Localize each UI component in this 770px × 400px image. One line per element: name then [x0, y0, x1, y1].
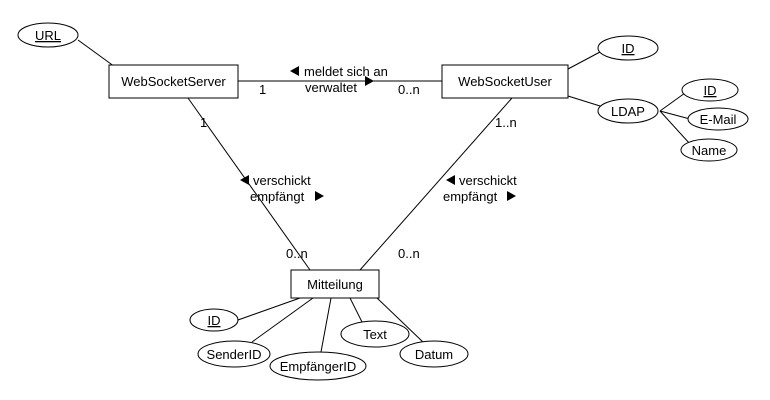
arrow-left-icon	[240, 175, 249, 185]
attribute-user-id: ID	[597, 35, 659, 61]
relation-server-user-label-bottom: verwaltet	[305, 80, 357, 95]
arrow-right-icon	[315, 191, 324, 201]
cardinality-server-user-server: 1	[259, 82, 266, 97]
attribute-server-url: URL	[17, 22, 79, 48]
attribute-ldap-id: ID	[681, 78, 739, 102]
attribute-message-senderid: SenderID	[197, 340, 271, 368]
attribute-message-datum-label: Datum	[415, 347, 453, 362]
attribute-server-url-label: URL	[35, 28, 61, 43]
connector-ldap-name	[659, 110, 691, 145]
cardinality-user-message-user: 1..n	[495, 115, 517, 130]
entity-websocketuser-label: WebSocketUser	[458, 74, 552, 89]
relation-server-message-label-bottom: empfängt	[250, 189, 305, 204]
entity-websocketserver: WebSocketServer	[108, 64, 239, 99]
entity-mitteilung-label: Mitteilung	[307, 277, 363, 292]
attribute-message-senderid-label: SenderID	[207, 347, 262, 362]
entity-mitteilung: Mitteilung	[290, 269, 380, 299]
attribute-message-datum: Datum	[399, 340, 469, 368]
attribute-message-id-label: ID	[208, 313, 221, 328]
connector-ldap-id	[659, 92, 686, 112]
connector-message-text	[349, 297, 363, 323]
cardinality-user-message-message: 0..n	[398, 246, 420, 261]
connector-user-ldap	[567, 95, 601, 107]
attribute-message-empfaengerid: EmpfängerID	[269, 351, 367, 381]
attribute-message-empfaengerid-label: EmpfängerID	[280, 359, 357, 374]
arrow-left-icon	[446, 175, 455, 185]
attribute-ldap-id-label: ID	[704, 83, 717, 98]
cardinality-server-message-server: 1	[200, 115, 207, 130]
cardinality-server-message-message: 0..n	[286, 246, 308, 261]
relation-user-message-label-top: verschickt	[459, 173, 517, 188]
attribute-ldap-name: Name	[680, 138, 738, 162]
connector-user-message	[359, 97, 513, 271]
connector-message-date	[376, 297, 425, 344]
attribute-user-id-label: ID	[622, 41, 635, 56]
attribute-message-text-label: Text	[363, 327, 387, 342]
entity-websocketserver-label: WebSocketServer	[121, 74, 226, 89]
cardinality-server-user-user: 0..n	[398, 82, 420, 97]
arrow-right-icon	[365, 76, 374, 86]
attribute-ldap-email-label: E-Mail	[700, 112, 737, 127]
entity-websocketuser: WebSocketUser	[441, 64, 569, 99]
attribute-user-ldap: LDAP	[597, 98, 659, 124]
attribute-message-id: ID	[189, 308, 239, 332]
attribute-message-text: Text	[340, 320, 410, 348]
connector-ldap-email	[659, 110, 691, 120]
arrow-right-icon	[507, 191, 516, 201]
connector-message-receiver	[320, 297, 332, 353]
relation-server-user-label-top: meldet sich an	[304, 64, 388, 79]
arrow-left-icon	[290, 66, 299, 76]
relation-user-message-label-bottom: empfängt	[443, 189, 498, 204]
connector-message-sender	[251, 297, 314, 343]
attribute-ldap-name-label: Name	[692, 143, 727, 158]
relation-server-message-label-top: verschickt	[253, 173, 311, 188]
connector-message-id	[237, 297, 301, 321]
attribute-ldap-email: E-Mail	[687, 107, 749, 131]
connector-user-id	[567, 51, 601, 70]
attribute-user-ldap-label: LDAP	[611, 104, 645, 119]
